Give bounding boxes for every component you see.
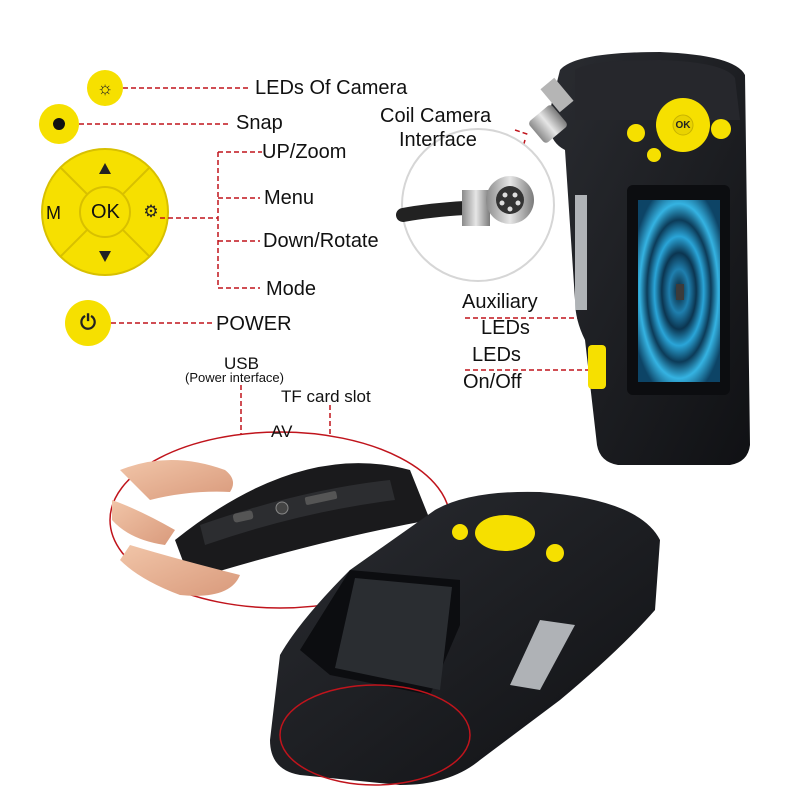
snap-button-graphic — [39, 104, 79, 144]
power-label: POWER — [216, 313, 292, 335]
mode-label: Mode — [266, 278, 317, 300]
keypad-graphic — [41, 148, 169, 276]
tf-card-slot-label: TF card slot — [281, 387, 371, 406]
led-button-graphic — [87, 70, 123, 106]
device-front — [549, 52, 750, 465]
bottom-highlight-ellipse — [279, 684, 471, 786]
connector-zoom-circle — [396, 128, 555, 282]
power-icon: ⏻ — [80, 311, 96, 334]
coil-camera-label-line1: Coil Camera — [380, 105, 492, 127]
leds-onoff-label-line1: LEDs — [472, 344, 521, 366]
gear-icon: ⚙ — [143, 202, 159, 221]
menu-label: Menu — [264, 187, 315, 209]
usb-label: USB — [224, 354, 259, 373]
keypad-mode-label: M — [46, 203, 61, 223]
power-button-graphic — [65, 300, 111, 346]
up-zoom-label: UP/Zoom — [262, 141, 347, 163]
device-ok-label: OK — [675, 119, 691, 131]
down-rotate-label: Down/Rotate — [263, 230, 379, 252]
usb-sublabel: (Power interface) — [185, 370, 284, 385]
keypad-ok-label: OK — [91, 201, 120, 223]
auxiliary-leds-label-line1: Auxiliary — [462, 291, 538, 313]
sun-icon: ☼ — [96, 77, 114, 98]
coil-connector — [529, 77, 574, 143]
leds-of-camera-label: LEDs Of Camera — [255, 77, 408, 99]
coil-camera-label-line2: Interface — [399, 129, 477, 151]
device-back — [270, 491, 660, 785]
av-label: AV — [271, 422, 293, 441]
auxiliary-leds-label-line2: LEDs — [481, 317, 530, 339]
leds-onoff-label-line2: On/Off — [463, 371, 522, 393]
snap-label: Snap — [236, 112, 283, 134]
